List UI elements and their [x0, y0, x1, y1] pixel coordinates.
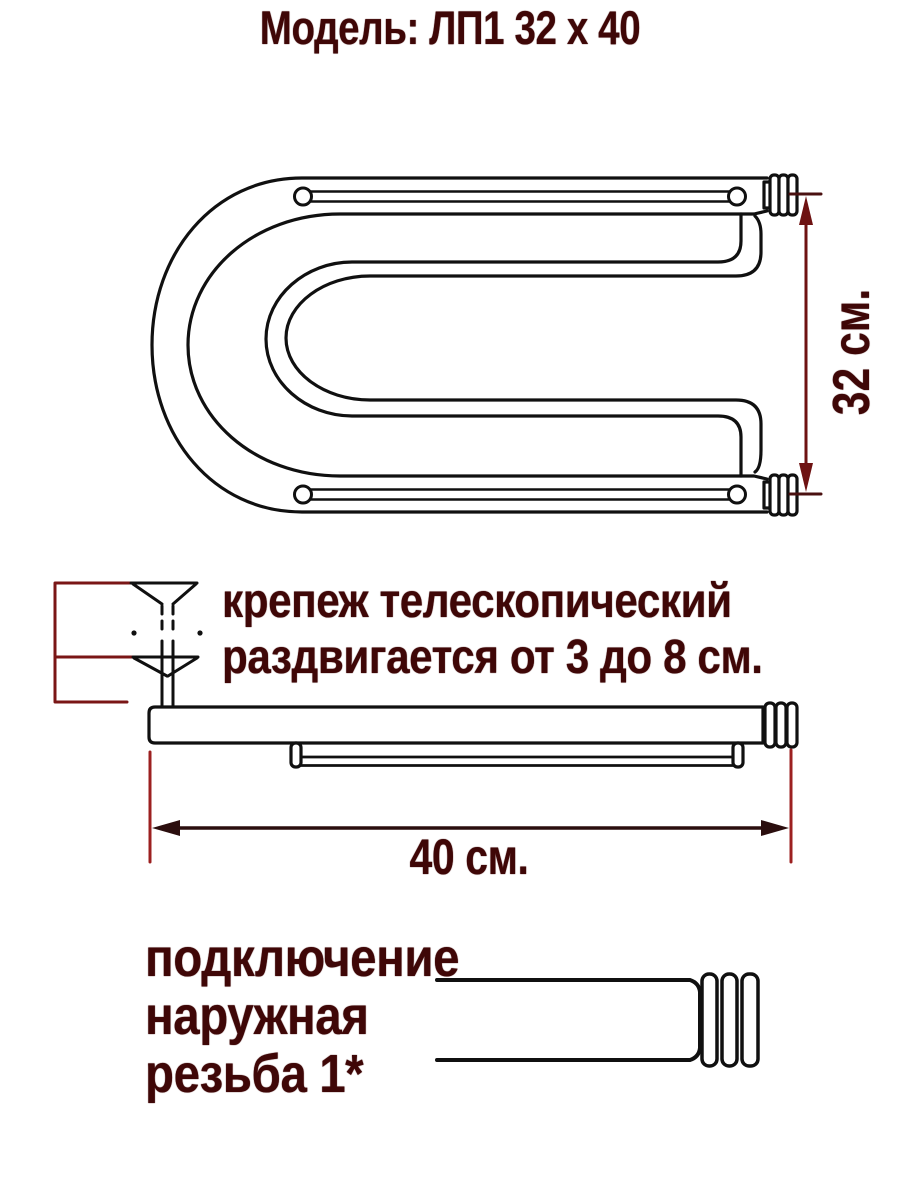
thread-connector-top [762, 173, 799, 217]
height-dimension [788, 192, 823, 496]
outer-tube-outer-contour [150, 176, 769, 514]
inner-tube-outer-contour [264, 212, 743, 478]
top-rod [306, 190, 734, 203]
arrowhead-right [761, 820, 789, 836]
mount-note-line2: раздвигается от 3 до 8 см. [222, 631, 763, 684]
arrowhead-left [152, 820, 180, 836]
bottom-rod [306, 488, 734, 501]
funnel-top-right [171, 582, 198, 606]
closeup-pipe-body [435, 978, 702, 1062]
bottom-rod-left-cap [293, 484, 313, 505]
towel-rail-side-view [147, 701, 799, 769]
top-rod-right-cap [727, 186, 747, 207]
mount-dot-left [131, 630, 137, 636]
mount-note-line1: крепеж телескопический [222, 575, 732, 628]
connection-note-line2: наружная [145, 986, 369, 1046]
telescopic-mount-drawing [53, 581, 203, 709]
inner-tube-inner-contour [284, 214, 763, 474]
hanging-bar [299, 755, 735, 767]
top-rod-left-cap [293, 186, 313, 207]
bar-stub-left [289, 741, 303, 769]
connection-note-line3: резьба 1* [145, 1044, 364, 1104]
width-dimension [148, 748, 793, 864]
funnel-top-left [131, 582, 164, 606]
bar-stub-right [731, 741, 745, 769]
towel-rail-top-view [150, 173, 799, 517]
closeup-thread-ribs [700, 972, 760, 1068]
connection-note-line1: подключение [145, 928, 460, 988]
outer-tube-inner-contour [186, 209, 769, 481]
arrowhead-up [799, 196, 813, 225]
side-tube-body [147, 705, 765, 745]
mount-dot-right [197, 630, 203, 636]
height-dimension-label: 32 см. [823, 288, 881, 416]
thread-closeup-drawing [435, 972, 760, 1068]
bottom-rod-right-cap [727, 484, 747, 505]
bracket-outline [53, 581, 133, 704]
width-dimension-label: 40 см. [409, 829, 529, 885]
page-title: Модель: ЛП1 32 х 40 [259, 1, 641, 54]
side-thread-ribs [763, 701, 799, 749]
arrowhead-down [799, 463, 813, 492]
